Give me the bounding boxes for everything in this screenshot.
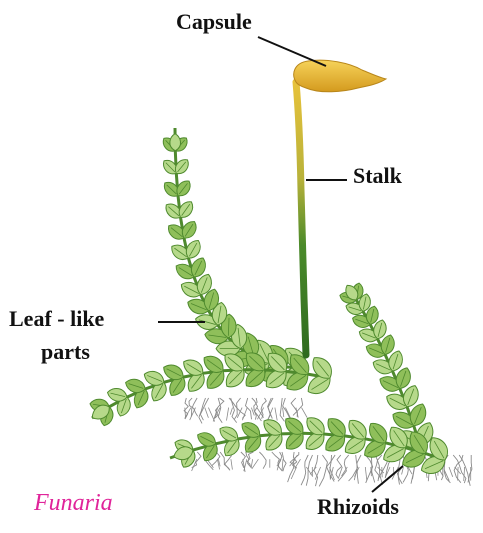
rhizoid <box>291 467 296 479</box>
rhizoid <box>282 459 283 471</box>
rhizoid <box>371 455 374 483</box>
rhizoid <box>365 467 367 480</box>
rhizoid <box>259 452 266 469</box>
rhizoid <box>251 459 252 468</box>
stalk-label: Stalk <box>353 164 402 188</box>
rhizoid <box>189 398 198 416</box>
rhizoid <box>413 467 415 479</box>
rhizoid <box>468 455 472 483</box>
rhizoid <box>408 467 412 474</box>
rhizoid <box>275 408 277 421</box>
rhizoid <box>454 455 463 483</box>
rhizoid <box>376 455 383 485</box>
rhizoid <box>293 398 303 415</box>
rhizoid <box>234 398 241 420</box>
rhizoid <box>252 459 259 469</box>
rhizoids-label: Rhizoids <box>317 495 399 519</box>
leaf-like-parts-label-line1: Leaf - like <box>9 307 104 331</box>
rhizoid <box>230 408 232 415</box>
rhizoid <box>449 467 453 477</box>
capsule-label: Capsule <box>176 10 252 34</box>
leaf-like-parts-label-line2: parts <box>41 340 90 364</box>
rhizoid <box>283 408 284 417</box>
rhizoid <box>314 455 318 486</box>
shoot-lower-left <box>89 348 336 427</box>
capsule <box>294 60 386 92</box>
rhizoid <box>319 455 327 486</box>
rhizoid <box>302 408 308 418</box>
rhizoid <box>336 455 342 479</box>
rhizoid <box>357 455 361 484</box>
rhizoid <box>464 467 465 481</box>
species-caption: Funaria <box>34 490 113 516</box>
stalk <box>296 82 306 355</box>
rhizoid <box>227 408 229 421</box>
rhizoid <box>371 467 372 476</box>
leaf <box>170 134 181 151</box>
shoot-tall-left <box>160 128 311 391</box>
rhizoid <box>231 459 233 469</box>
rhizoid <box>306 455 312 486</box>
rhizoid <box>306 467 312 476</box>
rhizoid <box>349 455 358 481</box>
rhizoid <box>205 408 209 418</box>
capsule-leader <box>258 37 326 66</box>
rhizoid <box>190 408 196 421</box>
